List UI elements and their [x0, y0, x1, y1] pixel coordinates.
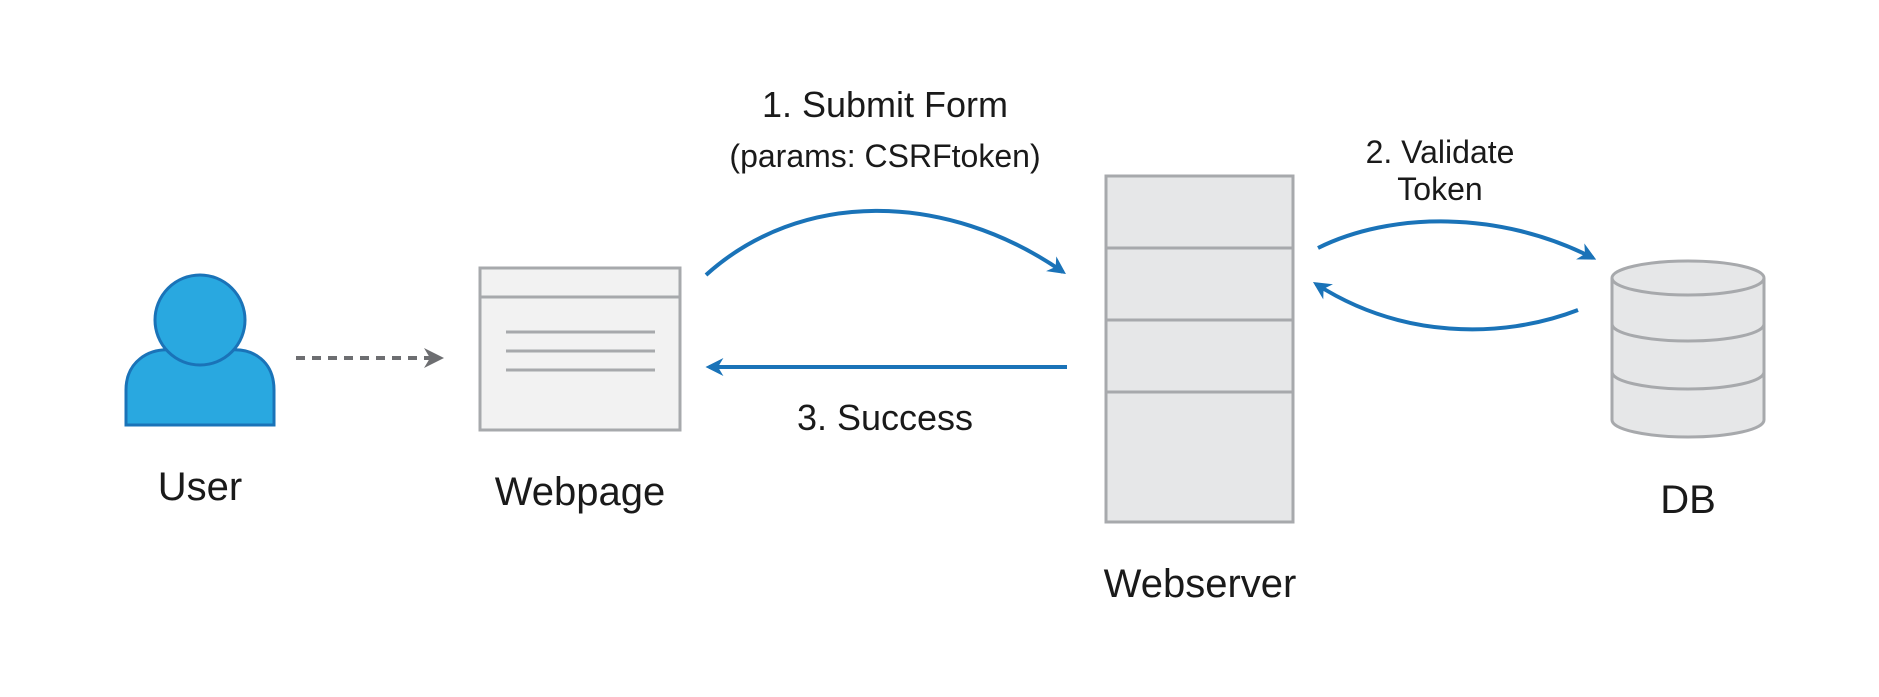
db-label: DB: [1660, 478, 1716, 522]
database-icon: [1610, 259, 1766, 439]
submit-form-arrow: [704, 208, 1066, 277]
validate-label-line1: 2. Validate: [1365, 134, 1515, 170]
user-icon: [124, 273, 276, 427]
webpage-icon: [478, 266, 682, 432]
user-label: User: [157, 465, 243, 509]
webserver-label: Webserver: [1103, 562, 1297, 606]
success-label: 3. Success: [796, 397, 974, 438]
webpage-label: Webpage: [494, 470, 666, 514]
webserver-icon: [1104, 174, 1295, 524]
validate-label-line2: Token: [1397, 171, 1483, 207]
submit-params-label: (params: CSRFtoken): [729, 138, 1041, 174]
submit-form-label: 1. Submit Form: [761, 84, 1009, 125]
validate-token-arrow: [1317, 219, 1597, 260]
db-response-arrow: [1312, 282, 1579, 332]
